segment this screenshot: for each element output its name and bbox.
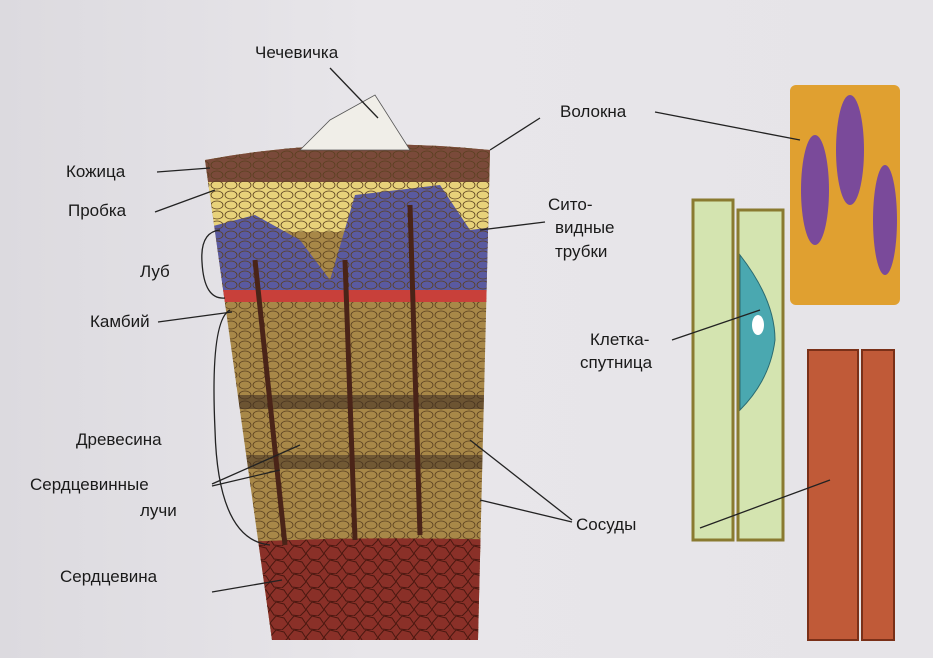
label-sieve-1: Сито- xyxy=(548,195,593,214)
label-sieve-2: видные xyxy=(555,218,615,237)
vessels-drawing xyxy=(807,349,895,641)
medullary-ray xyxy=(407,204,423,536)
label-fibers: Волокна xyxy=(560,102,627,121)
label-rays-2: лучи xyxy=(140,501,177,520)
leader-lines xyxy=(154,67,831,593)
label-cambium: Камбий xyxy=(90,312,150,331)
label-pith: Сердцевина xyxy=(60,567,158,586)
label-sieve-3: трубки xyxy=(555,242,608,261)
medullary-ray xyxy=(252,259,288,546)
label-vessels: Сосуды xyxy=(576,515,637,534)
sieve-tubes-drawing xyxy=(691,198,785,542)
label-phloem: Луб xyxy=(140,262,170,281)
label-cork: Пробка xyxy=(68,201,127,220)
label-epidermis: Кожица xyxy=(66,162,126,181)
cambium-layer xyxy=(205,290,490,302)
medullary-ray xyxy=(342,259,358,541)
label-companion-2: спутница xyxy=(580,353,653,372)
label-lenticel: Чечевичка xyxy=(255,43,339,62)
label-wood: Древесина xyxy=(76,430,162,449)
lenticel-shape xyxy=(299,94,411,151)
stem-section xyxy=(205,144,490,640)
label-companion-1: Клетка- xyxy=(590,330,650,349)
label-rays-1: Сердцевинные xyxy=(30,475,149,494)
fibers-drawing xyxy=(790,85,900,305)
